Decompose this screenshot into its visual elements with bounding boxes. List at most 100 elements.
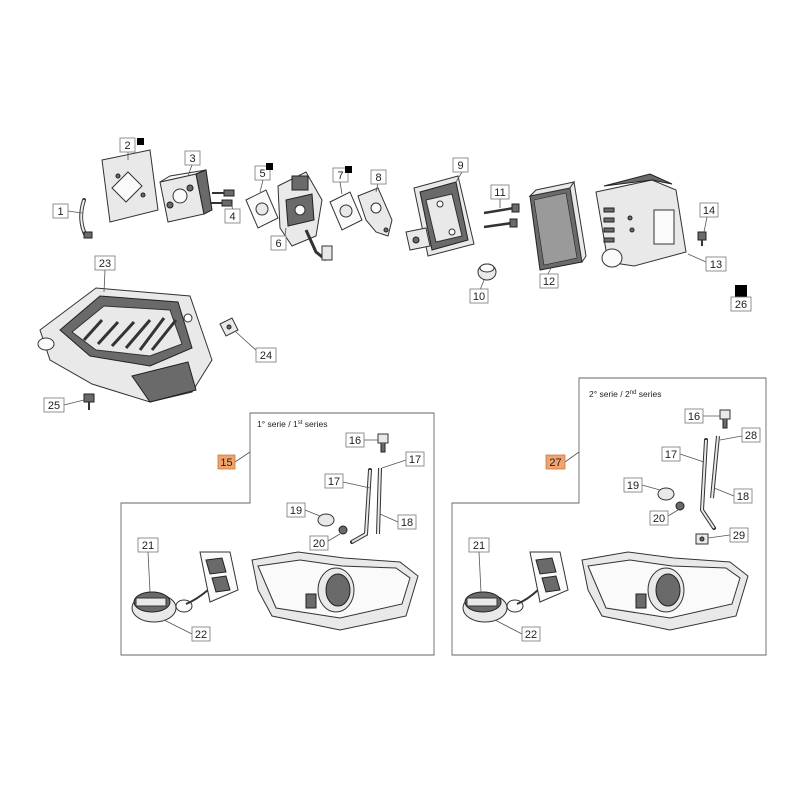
callout-24-box — [255, 347, 277, 363]
marker-square-icon — [266, 163, 273, 170]
part-3-drawing — [159, 169, 213, 223]
callout-5: 5 — [259, 168, 265, 180]
series-1-label: 1° serie / 1st series — [257, 419, 327, 429]
callout-20: 20 — [313, 538, 325, 550]
callout-28-box — [741, 427, 761, 443]
part-7-drawing — [329, 191, 363, 231]
callout-9-box — [452, 157, 469, 173]
callout-8: 8 — [375, 172, 381, 184]
callout-3: 3 — [189, 153, 195, 165]
callout-11-box — [490, 184, 510, 200]
callout-17-box — [324, 473, 344, 489]
callout-22b: 22 — [525, 629, 537, 641]
series-1-frame — [120, 412, 435, 656]
part-4-drawing — [210, 189, 235, 207]
callout-4: 4 — [229, 211, 235, 223]
fuel-tubes-drawing — [350, 467, 382, 544]
part-1-drawing — [79, 198, 93, 239]
callout-2-box — [119, 137, 136, 153]
callout-27: 27 — [549, 457, 561, 469]
callout-18b-box — [733, 488, 753, 504]
callout-26-box — [730, 296, 752, 312]
callout-17b-box — [405, 451, 425, 467]
part-10-drawing — [477, 263, 497, 281]
callout-24: 24 — [260, 350, 272, 362]
callout-18b: 18 — [737, 491, 749, 503]
callout-13: 13 — [710, 259, 722, 271]
fuel-tubes-drawing — [699, 435, 720, 530]
callout-22-box — [191, 626, 211, 642]
callout-22b-box — [521, 626, 541, 642]
callout-16b-box — [684, 408, 704, 424]
callout-12-box — [539, 273, 559, 289]
callout-15: 15 — [220, 457, 232, 469]
callout-25-box — [43, 397, 65, 413]
callout-27-box — [545, 454, 566, 470]
marker-square-icon — [137, 138, 144, 145]
callout-14: 14 — [703, 205, 715, 217]
fuel-tank-drawing — [251, 551, 419, 631]
callout-21b-box — [468, 537, 490, 553]
part-6-drawing — [277, 171, 333, 262]
callout-18: 18 — [401, 517, 413, 529]
part-5-drawing — [245, 189, 279, 229]
series-2-label: 2° serie / 2nd series — [589, 389, 661, 399]
callout-2: 2 — [124, 140, 130, 152]
callout-1-box — [52, 203, 69, 219]
callout-18-box — [397, 514, 417, 530]
part-24-drawing — [219, 317, 239, 337]
callout-22: 22 — [195, 629, 207, 641]
callout-17c-box — [661, 446, 681, 462]
callout-21b: 21 — [473, 540, 485, 552]
part-19-drawing — [317, 513, 335, 527]
callout-11: 11 — [494, 187, 505, 199]
part-2-drawing — [101, 149, 159, 223]
callout-16b: 16 — [688, 411, 700, 423]
callout-17b: 17 — [409, 454, 421, 466]
part-29-drawing — [695, 533, 709, 545]
part-25-drawing — [83, 393, 95, 410]
callout-20-box — [309, 535, 329, 551]
callout-16: 16 — [349, 435, 361, 447]
callout-20b-box — [649, 510, 669, 526]
part-19-drawing — [657, 487, 675, 501]
callout-21-box — [137, 537, 159, 553]
callout-10: 10 — [473, 291, 485, 303]
part-13-drawing — [595, 173, 687, 268]
callout-6-box — [270, 235, 287, 251]
callout-25: 25 — [48, 400, 60, 412]
callout-29-box — [729, 527, 749, 543]
callout-19b-box — [623, 477, 643, 493]
callout-10-box — [469, 288, 489, 304]
marker-square-icon — [735, 285, 747, 297]
part-14-drawing — [697, 231, 707, 246]
callout-3-box — [184, 150, 201, 166]
part-8-drawing — [357, 187, 393, 237]
callout-17c: 17 — [665, 449, 677, 461]
callout-21: 21 — [142, 540, 154, 552]
part-16-drawing — [377, 433, 389, 453]
callout-19b: 19 — [627, 480, 639, 492]
callout-23: 23 — [99, 258, 111, 270]
series-2-frame — [451, 377, 767, 656]
callout-8-box — [370, 169, 387, 185]
callout-19-box — [286, 502, 306, 518]
callout-28: 28 — [745, 430, 757, 442]
part-20-drawing — [675, 501, 685, 511]
callout-23-box — [94, 255, 116, 271]
callout-4-box — [224, 208, 241, 224]
callout-15-box — [217, 454, 236, 470]
part-11-drawing — [483, 203, 520, 229]
part-16-drawing — [719, 409, 731, 429]
callout-14-box — [699, 202, 719, 218]
callout-7-box — [332, 167, 349, 183]
part-20-drawing — [338, 525, 348, 535]
callout-12: 12 — [543, 276, 555, 288]
callout-19: 19 — [290, 505, 302, 517]
marker-square-icon — [345, 166, 352, 173]
callout-26: 26 — [735, 299, 747, 311]
callout-7: 7 — [337, 170, 343, 182]
fuel-cap-drawing — [462, 551, 569, 623]
callout-20b: 20 — [653, 513, 665, 525]
